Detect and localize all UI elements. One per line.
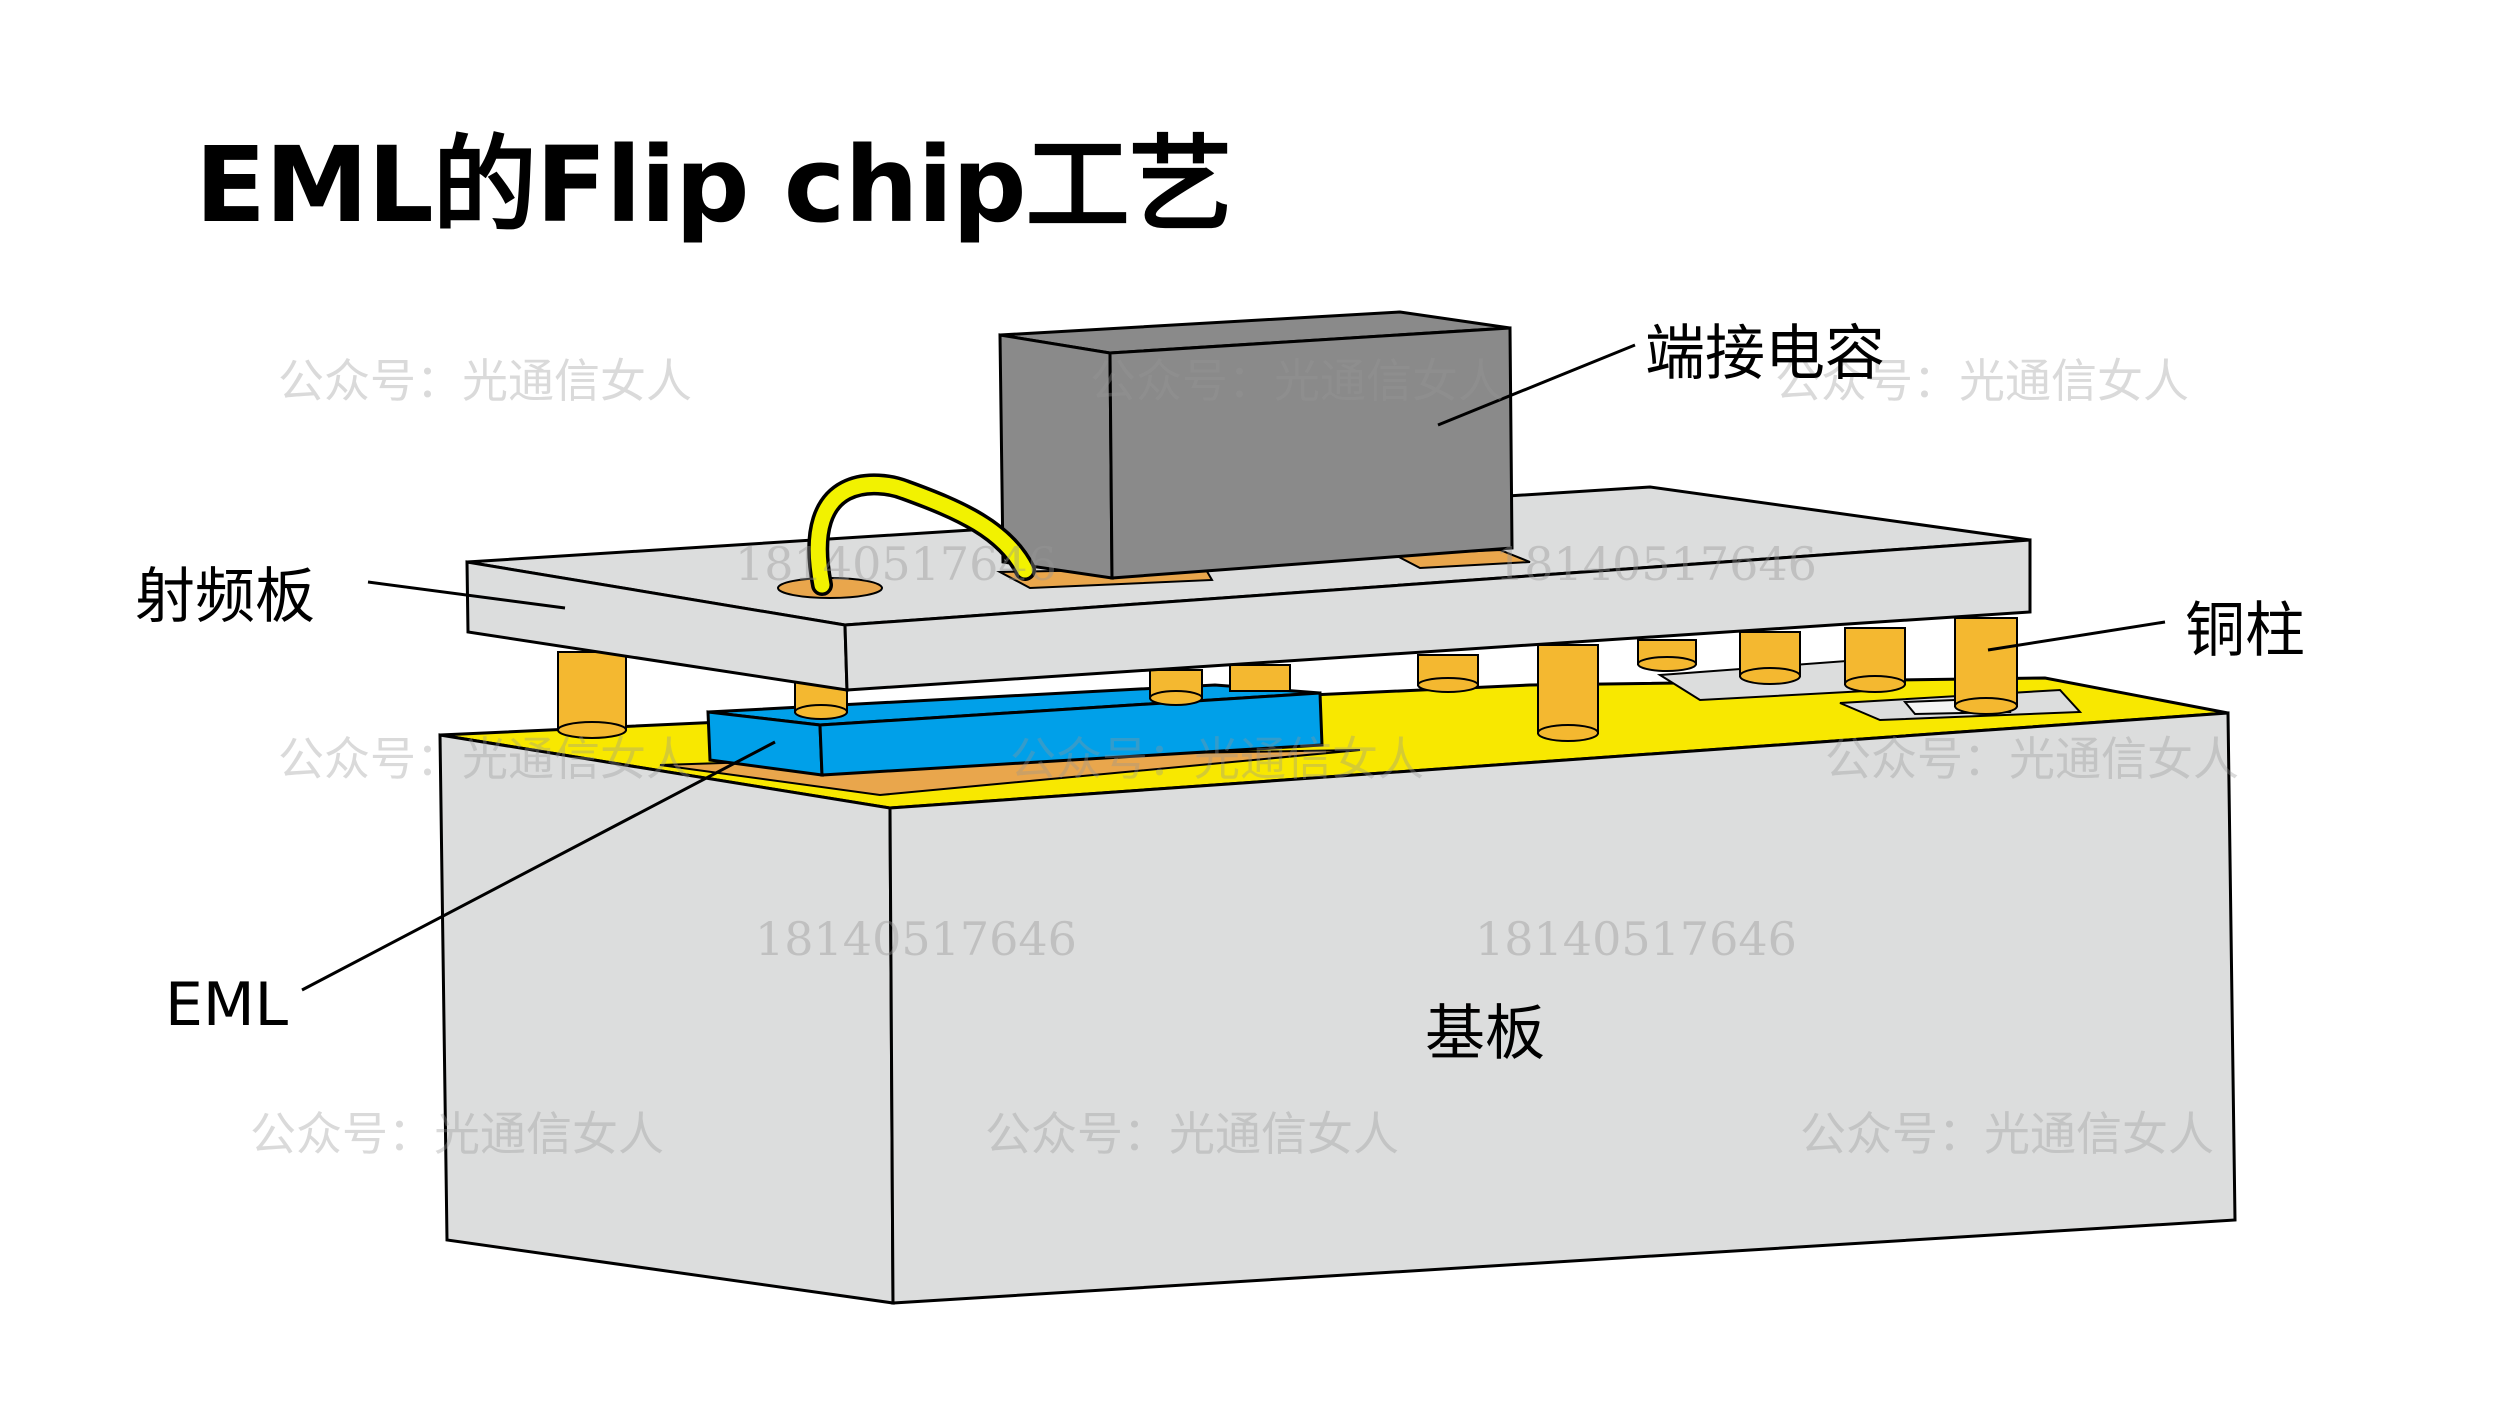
capacitor-front-face	[1108, 326, 1514, 580]
copper-pillar-base	[1537, 724, 1599, 742]
label-eml: EML	[165, 970, 289, 1040]
substrate-front-face	[888, 711, 2237, 1305]
substrate-left-face	[438, 733, 895, 1305]
copper-pillar-base	[1739, 667, 1801, 685]
termination-capacitor	[998, 310, 1514, 580]
copper-pillar-base	[794, 704, 848, 720]
eml-front-face	[818, 691, 1324, 777]
copper-pillar-base	[1844, 675, 1906, 693]
copper-pillar-base	[557, 721, 627, 739]
leader-line-copper-pillar	[1987, 620, 2166, 652]
copper-pillar-base	[1149, 690, 1203, 706]
leader-line-rf-board	[367, 580, 566, 610]
watermark-account: 公众号：光通信女人	[250, 1107, 664, 1161]
label-substrate: 基板	[1425, 999, 1545, 1069]
watermark-phone: 18140517646	[1495, 537, 1817, 591]
watermark-account: 公众号：光通信女人	[1775, 354, 2189, 408]
copper-pillar	[557, 651, 627, 731]
leader-line-eml	[301, 740, 776, 992]
copper-pillar	[1537, 644, 1599, 734]
watermark-account: 公众号：光通信女人	[278, 354, 692, 408]
leader-line-capacitor	[1437, 343, 1636, 427]
page-title: EML的Flip chip工艺	[195, 124, 1233, 246]
label-rf-board: 射频板	[135, 562, 315, 632]
watermark-account: 公众号：光通信女人	[1825, 732, 2239, 786]
rf-board-front-face	[843, 538, 2032, 692]
watermark-account: 公众号：光通信女人	[1090, 354, 1504, 408]
copper-pillars	[557, 617, 2018, 742]
watermark-phone: 18140517646	[755, 912, 1077, 966]
watermark-phone: 18140517646	[735, 537, 1057, 591]
copper-pillar	[1954, 617, 2018, 707]
copper-pillar-base	[1954, 697, 2018, 715]
watermark-account: 公众号：光通信女人	[1800, 1107, 2214, 1161]
watermark-phone: 18140517646	[1475, 912, 1797, 966]
watermark-account: 公众号：光通信女人	[278, 732, 692, 786]
copper-pillar-base	[1417, 677, 1479, 693]
label-capacitor: 端接电容	[1645, 319, 1885, 389]
bond-wire-fill	[810, 476, 1033, 593]
watermark-account: 公众号：光通信女人	[985, 1107, 1399, 1161]
label-copper-pillar: 铜柱	[2185, 596, 2305, 666]
copper-pillar-base	[1637, 656, 1697, 672]
watermark-account: 公众号：光通信女人	[1010, 732, 1424, 786]
copper-pillar	[1229, 664, 1291, 692]
